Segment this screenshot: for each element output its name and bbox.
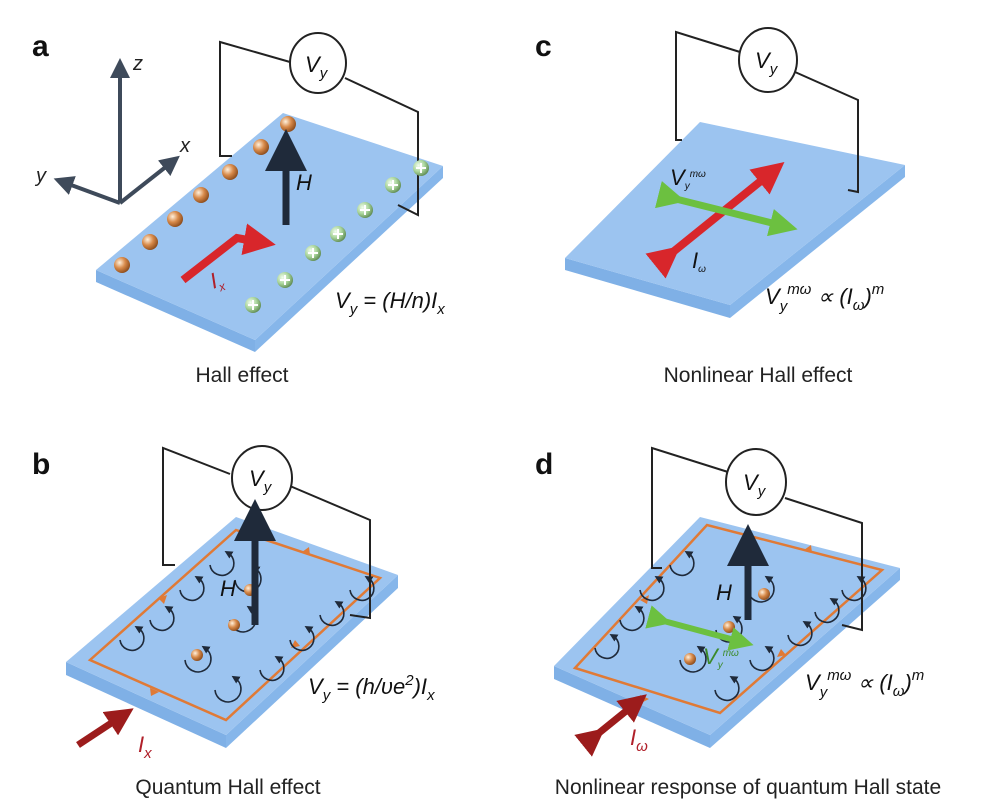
caption: Nonlinear Hall effect [664,364,853,387]
holes [245,160,429,313]
wire [794,71,859,194]
field-label: H [296,170,312,195]
panel-a: a z x y Vy [32,30,445,387]
nonlinear-voltage-arrow [645,605,754,651]
svg-text:Vy: Vy [305,52,329,82]
current-label: Ix [138,732,152,762]
sample-slab [96,113,443,352]
current-arrow [76,708,134,748]
y-axis-label: y [34,165,47,187]
caption: Nonlinear response of quantum Hall state [555,776,941,799]
voltmeter: Vy [231,445,293,511]
wire [162,446,231,566]
y-axis-arrow [53,176,121,205]
quantum-hall-formula: Vy = (h/υe2)Ix [308,672,435,704]
z-axis-label: z [132,53,143,75]
caption: Quantum Hall effect [135,776,320,799]
voltmeter: Vy [289,32,347,94]
edge-current-loop [87,528,383,722]
wire [651,446,729,569]
current-label: Iω [692,248,706,275]
coordinate-axes [53,58,180,205]
panel-d: d Vy H Vymω Iω [535,446,941,799]
edge-current-loop [572,523,885,715]
hall-formula: Vy = (H/n)Ix [335,288,445,318]
panel-letter: b [32,448,50,481]
wire [784,497,863,632]
svg-text:Vy: Vy [743,470,767,500]
current-arrow [180,223,276,284]
nonlinear-formula: Vymω ∝ (Iω)m [805,667,924,701]
sample-slab [565,122,905,318]
wire [289,485,371,620]
current-label: Iω [630,725,648,755]
voltmeter: Vy [738,27,798,93]
panel-b: b Vy H Ix Vy = (h/υe2)I [32,445,435,799]
field-label: H [716,580,732,605]
svg-text:Vy: Vy [755,48,779,78]
panel-letter: d [535,448,553,481]
voltage-label: Vymω [670,165,706,192]
field-label: H [220,576,236,601]
voltage-label: Vymω [703,644,739,671]
ac-current-arrow [574,694,647,757]
voltmeter: Vy [725,448,787,516]
caption: Hall effect [196,364,289,387]
wire [675,30,741,141]
x-axis-label: x [179,135,191,157]
wire [219,40,291,157]
panel-letter: c [535,30,552,63]
panel-letter: a [32,30,49,63]
nonlinear-formula: Vymω ∝ (Iω)m [765,281,884,315]
svg-text:Vy: Vy [249,466,273,496]
panel-c: c Vy Vymω Iω Vymω ∝ (Iω)m Nonlinear Hall… [535,27,905,387]
x-axis-arrow [118,155,180,205]
nonlinear-voltage-arrow [655,181,798,237]
